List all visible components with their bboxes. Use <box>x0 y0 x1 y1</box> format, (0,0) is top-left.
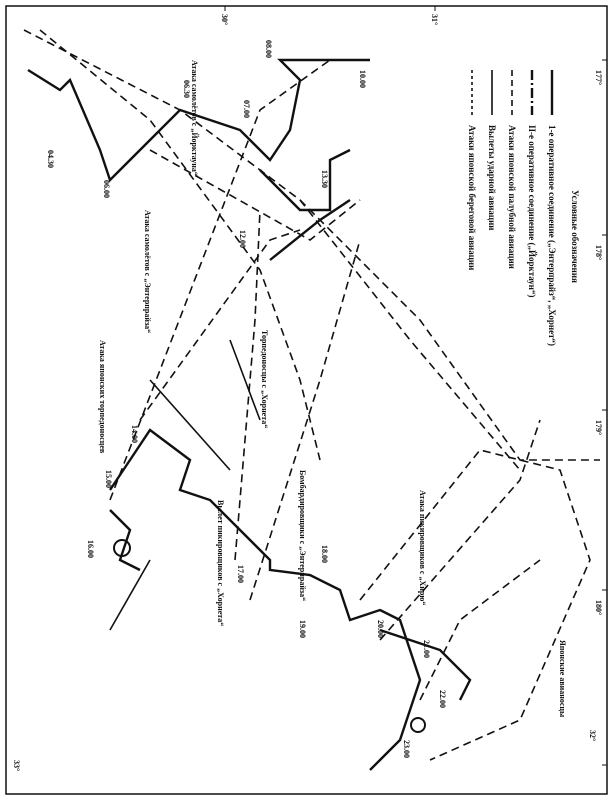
legend-item-4: Вылеты ударной авиации <box>487 70 497 231</box>
engagement-circle <box>113 539 131 557</box>
annotation: Торпедоносцы с „Хорнета“ <box>260 330 269 428</box>
annotation: Атака самолётов с „Энтерпрайза“ <box>143 210 152 333</box>
annotation: Вылет пикировщиков с „Хорнета“ <box>216 500 225 626</box>
annotation: Японские авианосцы <box>558 640 567 718</box>
grid-label: 30° <box>220 14 229 25</box>
legend: Условные обозначения 1-е оперативное сое… <box>467 70 580 346</box>
legend-item-2: II-е оперативное соединение („Йорктаун“) <box>527 70 537 297</box>
time-label: 21.00 <box>422 640 431 658</box>
time-label: 16.00 <box>86 540 95 558</box>
time-label: 15.00 <box>104 470 113 488</box>
grid-label: 177° <box>594 70 603 85</box>
time-label: 22.00 <box>438 690 447 708</box>
grid-labels: 177° 178° 179° 180° 30° 31° 32° 33° <box>12 14 603 771</box>
time-label: 12.00 <box>238 230 247 248</box>
time-label: 14.00 <box>130 425 139 443</box>
legend-item-1: 1-е оперативное соединение („Энтерпрайз“… <box>547 70 557 346</box>
strike-lines <box>109 339 261 631</box>
time-label: 20.00 <box>376 620 385 638</box>
time-label: 08.00 <box>264 40 273 58</box>
time-label: 18.00 <box>320 545 329 563</box>
grid-label: 33° <box>12 760 21 771</box>
grid-label: 180° <box>594 600 603 615</box>
engagement-circle <box>410 717 426 733</box>
legend-label: Атаки японской береговой авиации <box>467 125 477 270</box>
grid-label: 31° <box>430 14 439 25</box>
legend-label: Атаки японской палубной авиации <box>507 125 517 269</box>
time-label: 06.30 <box>182 80 191 98</box>
time-label: 10.00 <box>358 70 367 88</box>
annotation: Атака пикировщиков с „Хирю“ <box>418 490 427 605</box>
time-label: 06.00 <box>102 180 111 198</box>
annotation: Атака японских торпедоносцев <box>98 340 107 454</box>
time-label: 13.30 <box>320 170 329 188</box>
annotations: Атака самолётов с „Йорктауна“ Атака само… <box>98 60 567 718</box>
annotation: Атака самолётов с „Йорктауна“ <box>190 60 199 176</box>
grid-label: 179° <box>594 420 603 435</box>
grid-label: 178° <box>594 245 603 260</box>
legend-item-5: Атаки японской береговой авиации <box>467 70 477 270</box>
time-labels: 04.30 06.00 06.30 07.00 08.00 10.00 12.0… <box>46 40 447 758</box>
map-frame <box>5 5 608 795</box>
legend-label: II-е оперативное соединение („Йорктаун“) <box>527 125 537 297</box>
dashed-routes <box>23 29 600 761</box>
carrier-track <box>27 58 472 771</box>
time-label: 04.30 <box>46 150 55 168</box>
legend-label: Вылеты ударной авиации <box>487 125 497 231</box>
time-label: 17.00 <box>236 565 245 583</box>
time-label: 19.00 <box>298 620 307 638</box>
legend-title: Условные обозначения <box>570 190 580 283</box>
border-ticks <box>224 6 607 766</box>
grid-label: 32° <box>588 730 597 741</box>
legend-label: 1-е оперативное соединение („Энтерпрайз“… <box>547 125 557 346</box>
time-label: 07.00 <box>242 100 251 118</box>
annotation: Бомбардировщики с „Энтерпрайза“ <box>298 470 307 601</box>
legend-item-3: Атаки японской палубной авиации <box>507 70 517 269</box>
time-label: 23.00 <box>402 740 411 758</box>
